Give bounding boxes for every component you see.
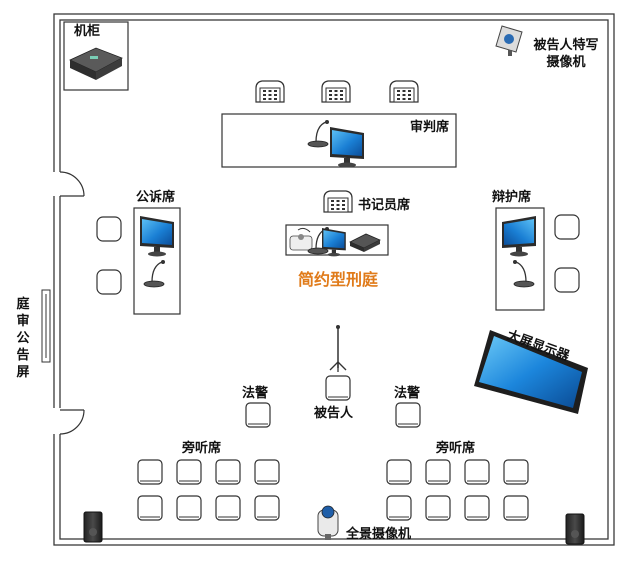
defendant-camera-label: 被告人特写摄像机 [533, 38, 599, 70]
prosecution-desk [133, 207, 181, 315]
speaker-right-icon [565, 513, 585, 545]
clerk-seat-label: 书记员席 [358, 198, 411, 213]
big-screen-display [474, 330, 588, 414]
cabinet-label: 机柜 [74, 24, 101, 39]
prosecution-chairs [96, 216, 122, 295]
prosecution-seat-label: 公诉席 [136, 190, 176, 205]
bailiff-chair-left [245, 402, 271, 428]
defense-seat-label: 辩护席 [492, 190, 532, 205]
defendant-label: 被告人 [314, 406, 354, 421]
defendant-camera-icon [495, 25, 523, 56]
gallery-left-chairs [137, 459, 280, 521]
gallery-right-chairs [386, 459, 529, 521]
bailiff-right-label: 法警 [394, 386, 421, 401]
judges-bench [221, 113, 457, 168]
clerk-desk [285, 224, 389, 257]
announcement-screen [41, 289, 51, 363]
bailiff-chair-right [395, 402, 421, 428]
gallery-right-label: 旁听席 [436, 441, 476, 456]
panorama-camera-icon [317, 505, 339, 540]
doors [50, 171, 85, 435]
bailiff-left-label: 法警 [242, 386, 269, 401]
clerk-chair [323, 190, 353, 213]
announcement-screen-label: 庭审公告屏 [16, 297, 30, 380]
cabinet [63, 21, 129, 91]
gallery-left-label: 旁听席 [182, 441, 222, 456]
room-walls [53, 13, 615, 546]
panorama-camera-label: 全景摄像机 [346, 527, 412, 542]
judges-bench-label: 审判席 [410, 120, 450, 135]
speaker-left-icon [83, 511, 103, 543]
defendant-mic-stand [329, 325, 347, 372]
defendant-chair [325, 375, 351, 401]
defense-chairs [554, 214, 580, 293]
room-title: 简约型刑庭 [298, 270, 379, 289]
judge-chairs [255, 80, 419, 103]
defense-desk [495, 207, 545, 311]
